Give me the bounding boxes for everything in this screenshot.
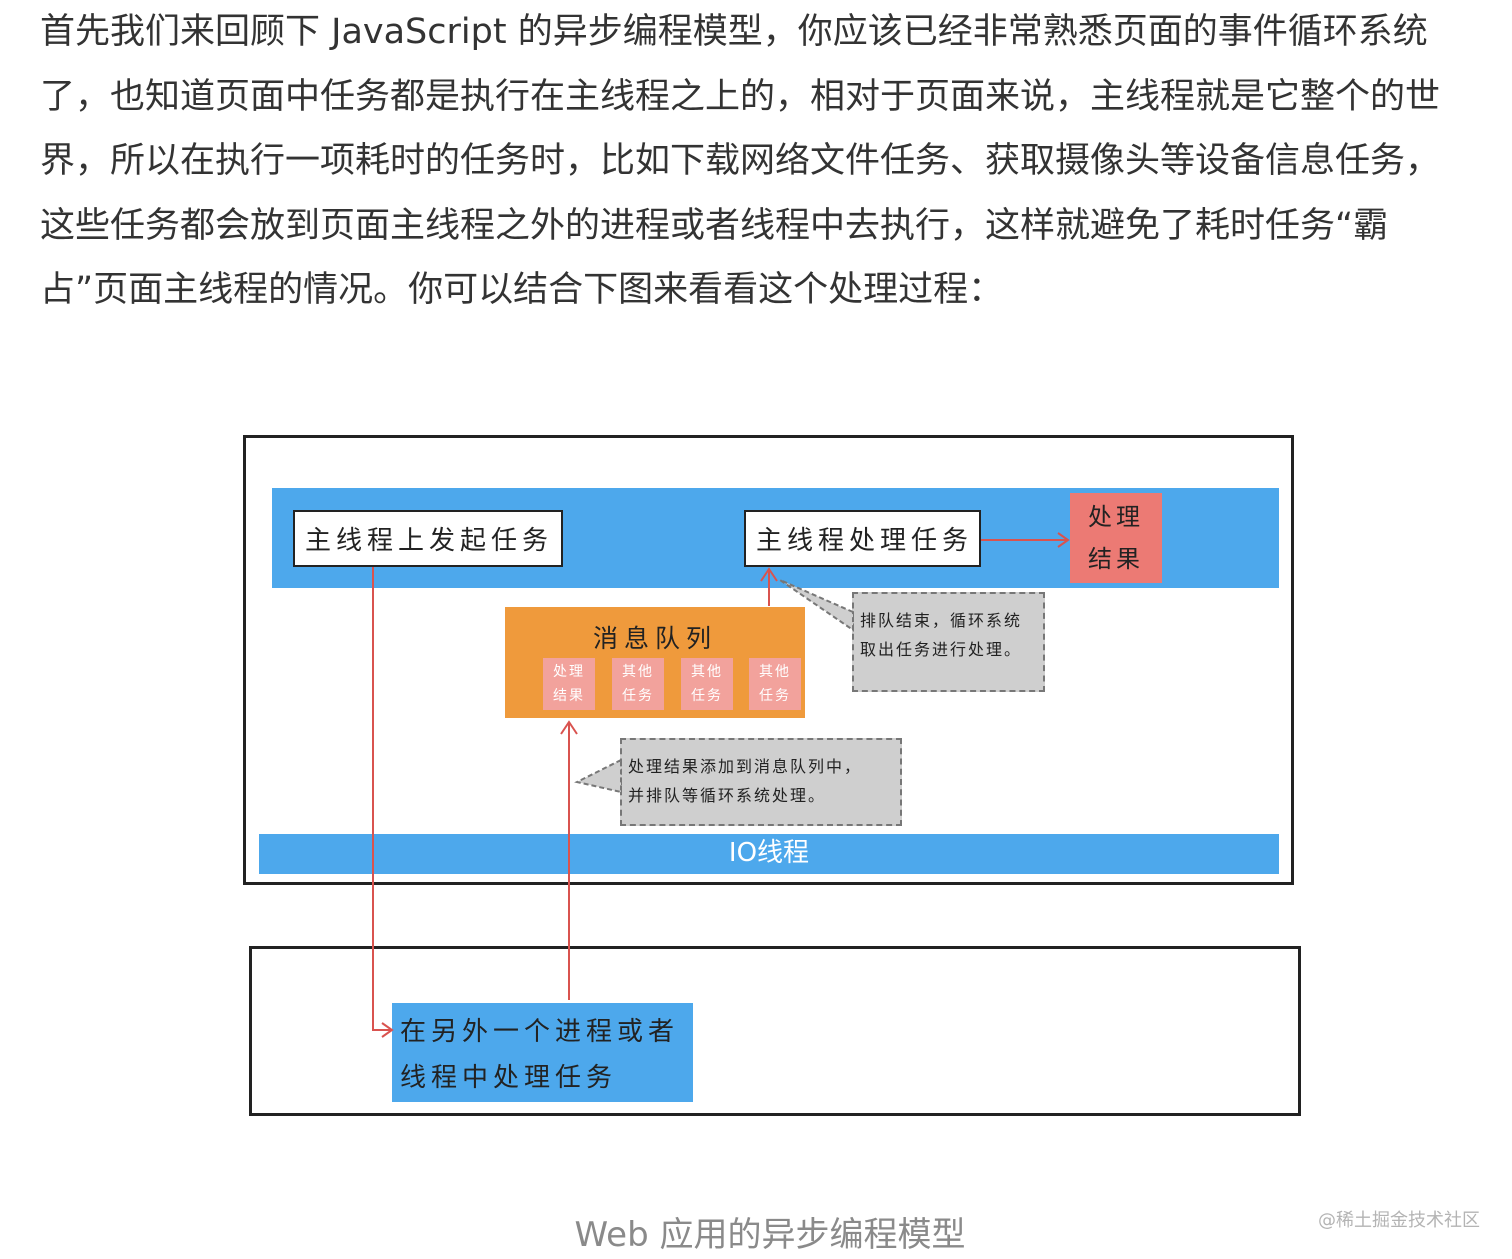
bubble-line: 并排队等循环系统处理。 <box>628 786 827 805</box>
paragraph-line: 这些任务都会放到页面主线程之外的进程或者线程中去执行，这样就避免了耗时任务“霸 <box>40 205 1389 246</box>
bubble-line: 处理结果添加到消息队列中， <box>628 757 863 776</box>
queue-item-line: 任务 <box>759 688 791 704</box>
queue-item-line: 任务 <box>622 688 654 704</box>
queue-item: 其他 任务 <box>681 658 733 710</box>
message-queue-title: 消息队列 <box>592 624 717 653</box>
io-thread-band: IO线程 <box>259 834 1279 874</box>
add-bubble-tail <box>574 758 622 794</box>
result-box: 处理 结果 <box>1070 493 1162 583</box>
paragraph-line: 界，所以在执行一项耗时的任务时，比如下载网络文件任务、获取摄像头等设备信息任务， <box>40 141 1441 181</box>
loop-bubble-tail <box>779 579 854 632</box>
paragraph-line: 了，也知道页面中任务都是执行在主线程之上的，相对于页面来说，主线程就是它整个的世 <box>40 76 1441 117</box>
bubble-line: 取出任务进行处理。 <box>860 640 1023 659</box>
paragraph-line: 占”页面主线程的情况。你可以结合下图来看看这个处理过程： <box>40 270 1004 310</box>
queue-item: 处理 结果 <box>543 658 595 710</box>
enqueue-arrowhead <box>560 720 578 735</box>
paragraph-line: 首先我们来回顾下 JavaScript 的异步编程模型，你应该已经非常熟悉页面的… <box>40 12 1428 52</box>
dispatch-arrowhead <box>381 1022 394 1038</box>
queue-item-line: 结果 <box>553 688 585 704</box>
other-thread-task-box: 在另外一个进程或者 线程中处理任务 <box>392 1003 693 1102</box>
main-process-task-box: 主线程处理任务 <box>744 510 981 567</box>
queue-item-line: 任务 <box>691 688 723 704</box>
dispatch-arrow <box>372 567 392 1031</box>
loop-note-bubble: 排队结束，循环系统 取出任务进行处理。 <box>852 592 1045 692</box>
result-arrowhead <box>1057 532 1070 548</box>
result-line: 处理 <box>1088 503 1144 531</box>
queue-item-line: 处理 <box>553 664 585 680</box>
watermark: @稀土掘金技术社区 <box>1318 1210 1480 1231</box>
queue-item-line: 其他 <box>691 664 723 680</box>
queue-item: 其他 任务 <box>749 658 801 710</box>
other-task-line: 线程中处理任务 <box>400 1063 618 1093</box>
main-start-task-box: 主线程上发起任务 <box>293 510 563 567</box>
other-task-line: 在另外一个进程或者 <box>400 1017 680 1047</box>
queue-item-line: 其他 <box>622 664 654 680</box>
bubble-line: 排队结束，循环系统 <box>860 611 1023 630</box>
add-note-bubble: 处理结果添加到消息队列中， 并排队等循环系统处理。 <box>620 738 902 826</box>
queue-item-line: 其他 <box>759 664 791 680</box>
intro-paragraph: 首先我们来回顾下 JavaScript 的异步编程模型，你应该已经非常熟悉页面的… <box>40 0 1506 323</box>
figure-caption: Web 应用的异步编程模型 <box>574 1215 966 1255</box>
dequeue-arrowhead <box>760 567 778 582</box>
message-queue: 消息队列 处理 结果 其他 任务 其他 任务 其他 任务 <box>505 607 805 718</box>
queue-item: 其他 任务 <box>612 658 664 710</box>
result-line: 结果 <box>1088 545 1144 573</box>
